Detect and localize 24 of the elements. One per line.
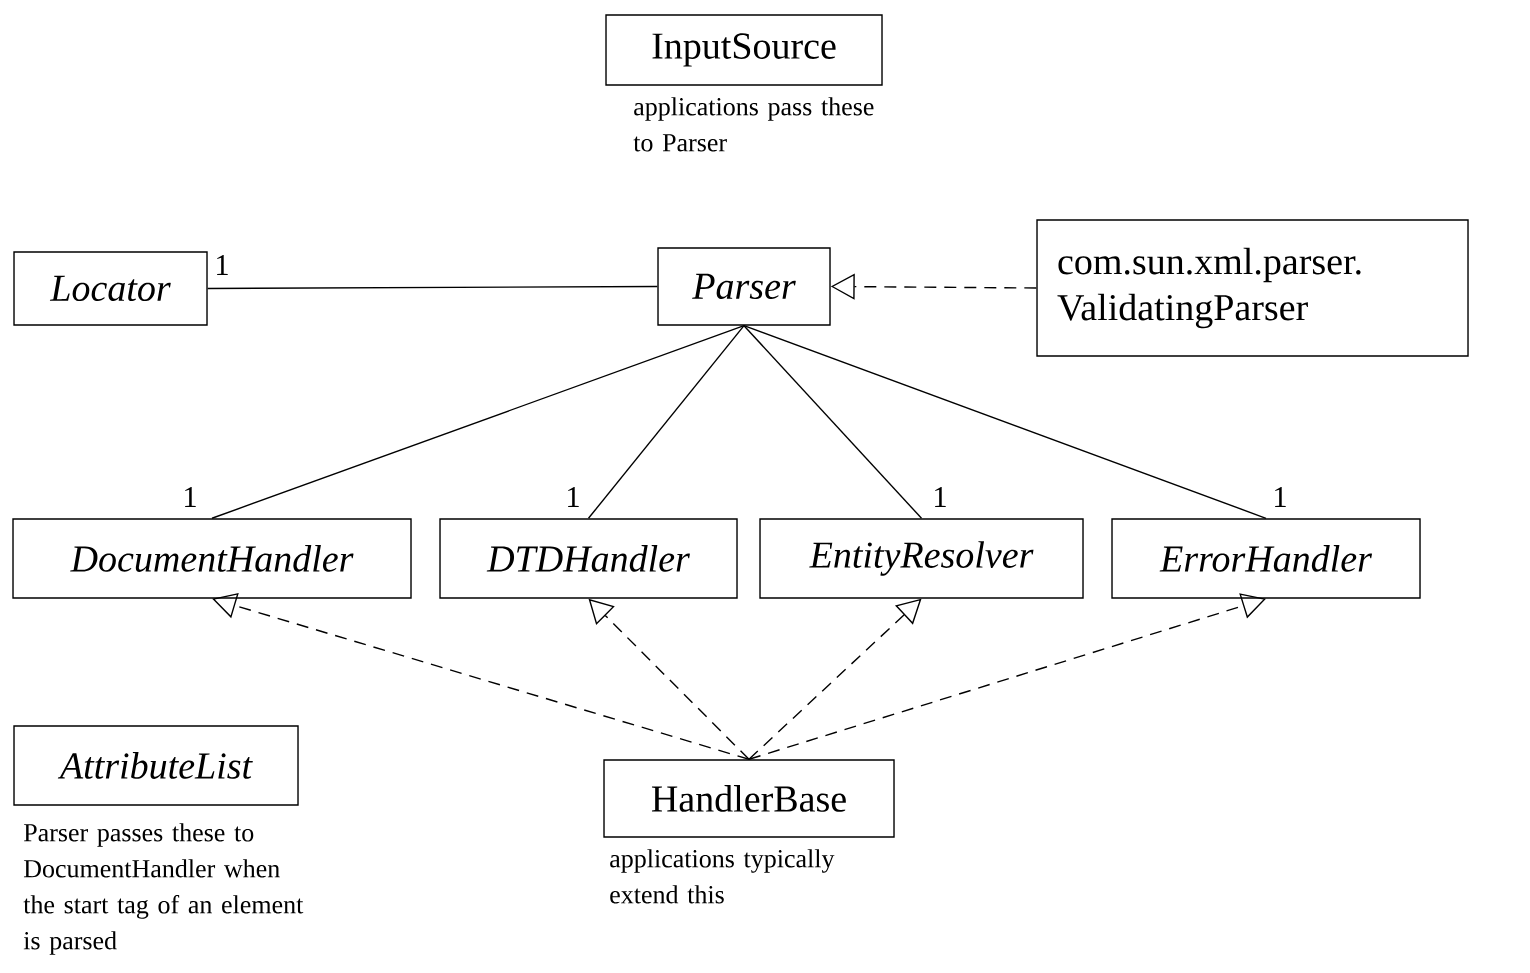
class-box: DocumentHandler xyxy=(12,518,412,599)
multiplicity-label: 1 xyxy=(564,486,582,508)
connector xyxy=(743,325,1267,519)
class-box: ErrorHandler xyxy=(1111,518,1421,599)
class-box: Locator xyxy=(13,251,208,326)
connector xyxy=(743,325,923,519)
connector xyxy=(207,285,658,290)
connector xyxy=(587,325,745,519)
class-box: DTDHandler xyxy=(439,518,738,599)
connector xyxy=(748,593,1266,760)
note-text: Parser passes these to DocumentHandler when the start tag of an element is parsed xyxy=(23,823,304,955)
multiplicity-label: 1 xyxy=(1271,486,1289,508)
multiplicity-label: 1 xyxy=(181,486,199,508)
class-box: Parser xyxy=(657,247,831,326)
class-box: InputSource xyxy=(605,14,883,86)
note-text: applications typically extend this xyxy=(610,849,835,904)
connector xyxy=(211,325,745,519)
note-text: applications pass these to Parser xyxy=(633,97,874,152)
class-box: AttributeList xyxy=(13,725,299,806)
class-box: com.sun.xml.parser. ValidatingParser xyxy=(1036,219,1469,357)
class-box: HandlerBase xyxy=(603,759,895,838)
multiplicity-label: 1 xyxy=(213,254,231,276)
multiplicity-label: 1 xyxy=(931,486,949,508)
class-box: EntityResolver xyxy=(759,518,1084,599)
